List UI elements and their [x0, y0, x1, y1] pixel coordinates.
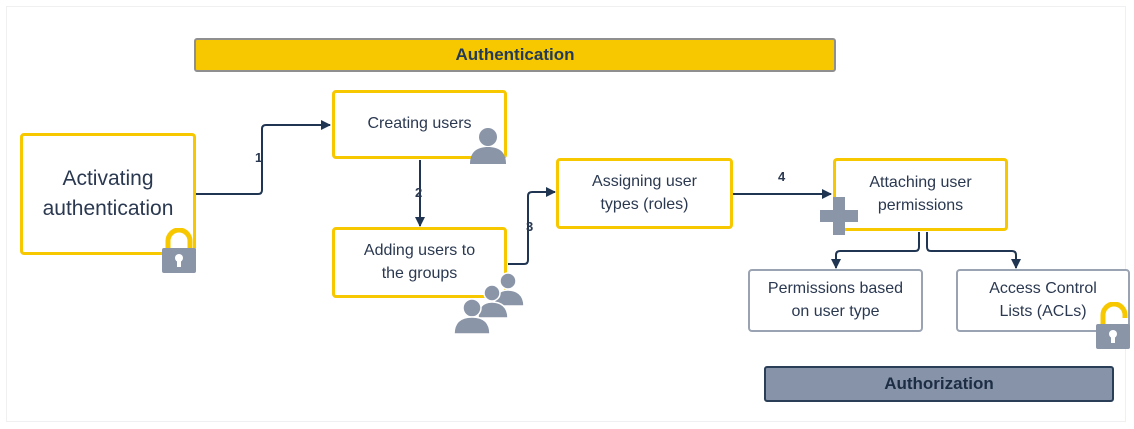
step-label-4: 4	[778, 169, 786, 184]
authentication-banner: Authentication	[194, 38, 836, 72]
adding-users-node: Adding users to the groups	[332, 227, 507, 298]
user-icon	[470, 128, 506, 164]
activating-authentication-node: Activating authentication	[20, 133, 196, 255]
connector-branch-right	[926, 232, 1021, 269]
permissions-user-type-node: Permissions based on user type	[748, 269, 923, 332]
step-label-1: 1	[255, 150, 263, 165]
connector-branch-left	[831, 232, 920, 269]
assigning-user-types-node: Assigning user types (roles)	[556, 158, 733, 229]
step-label-2: 2	[415, 185, 423, 200]
creating-users-node: Creating users	[332, 90, 507, 159]
attaching-permissions-node: Attaching user permissions	[833, 158, 1008, 231]
padlock-closed-icon	[162, 228, 196, 273]
user-group-icon	[453, 272, 525, 334]
connector-1	[196, 120, 331, 195]
plus-icon	[820, 197, 858, 235]
padlock-open-icon	[1096, 302, 1130, 349]
diagram-frame	[6, 6, 1126, 422]
authorization-banner: Authorization	[764, 366, 1114, 402]
connector-3	[508, 187, 556, 265]
step-label-3: 3	[526, 219, 534, 234]
